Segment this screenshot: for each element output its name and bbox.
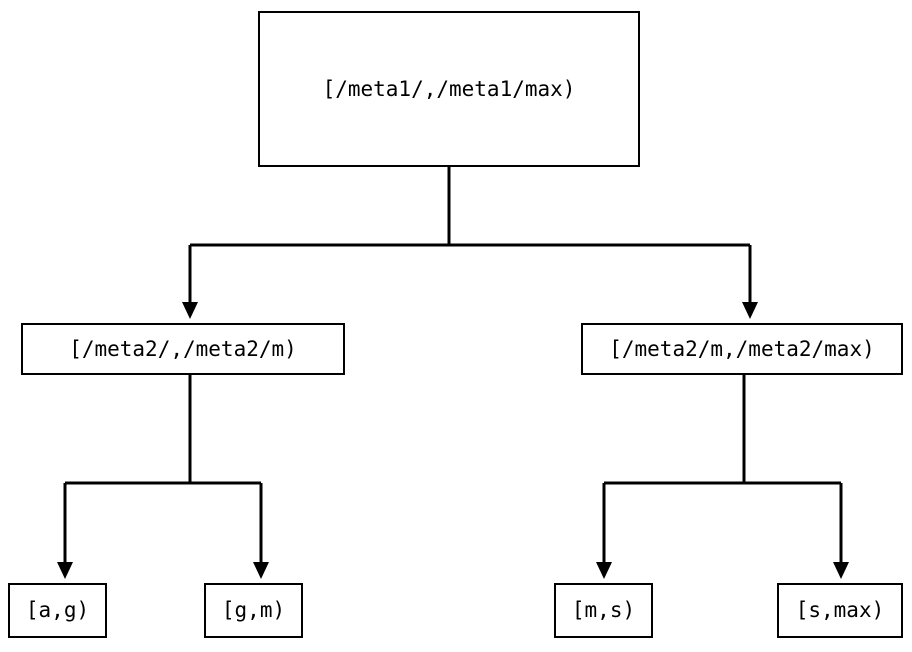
mid-right-to-leaves-arrowhead-1: [833, 562, 849, 579]
root-to-mid-arrowhead-1: [742, 302, 758, 319]
node-mid-right[interactable]: [/meta2/m,/meta2/max): [581, 323, 903, 375]
node-leaf-2[interactable]: [g,m): [204, 583, 303, 638]
node-leaf-3[interactable]: [m,s): [554, 583, 653, 638]
node-root[interactable]: [/meta1/,/meta1/max): [258, 11, 640, 167]
node-mid-left-label: [/meta2/,/meta2/m): [69, 336, 297, 361]
mid-left-to-leaves-arrowhead-1: [253, 562, 269, 579]
node-mid-right-label: [/meta2/m,/meta2/max): [609, 336, 875, 361]
node-leaf-1-label: [a,g): [25, 598, 90, 622]
mid-right-to-leaves-arrowhead-0: [596, 562, 612, 579]
node-root-label: [/meta1/,/meta1/max): [322, 76, 576, 101]
node-leaf-3-label: [m,s): [571, 598, 636, 622]
node-leaf-2-label: [g,m): [221, 598, 286, 622]
node-leaf-4[interactable]: [s,max): [777, 583, 903, 638]
mid-left-to-leaves-arrowhead-0: [57, 562, 73, 579]
root-to-mid-arrowhead-0: [182, 302, 198, 319]
node-mid-left[interactable]: [/meta2/,/meta2/m): [21, 323, 345, 375]
node-leaf-4-label: [s,max): [795, 598, 885, 622]
node-leaf-1[interactable]: [a,g): [8, 583, 107, 638]
